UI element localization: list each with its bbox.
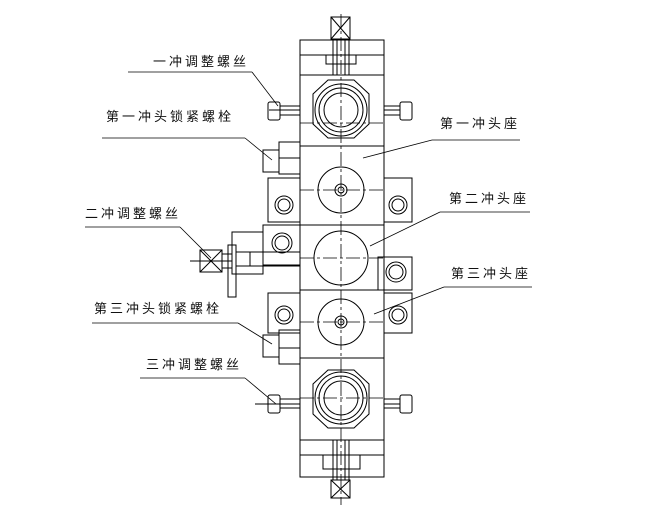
center-lines xyxy=(300,14,385,505)
main-body xyxy=(300,40,384,477)
bottom-adjusting-screw xyxy=(331,440,350,498)
second-punch-holder xyxy=(190,225,412,297)
label-first-adjust-screw: 一冲调整螺丝 xyxy=(153,55,250,70)
label-second-adjust-screw: 二冲调整螺丝 xyxy=(85,207,182,222)
label-first-punch-lock-bolt: 第一冲头锁紧螺栓 xyxy=(106,110,235,125)
leader-lines xyxy=(85,72,532,404)
label-second-punch-seat: 第二冲头座 xyxy=(449,192,530,207)
label-first-punch-seat: 第一冲头座 xyxy=(440,117,521,132)
third-lock-bolt xyxy=(263,330,300,364)
third-punch-block xyxy=(268,293,412,345)
first-lock-bolt xyxy=(263,142,300,174)
first-punch-block xyxy=(268,167,412,222)
first-punch-holder xyxy=(268,80,412,138)
label-third-adjust-screw: 三冲调整螺丝 xyxy=(146,358,243,373)
third-punch-holder xyxy=(255,370,412,428)
label-third-punch-lock-bolt: 第三冲头锁紧螺栓 xyxy=(94,302,223,317)
label-third-punch-seat: 第三冲头座 xyxy=(451,267,532,282)
